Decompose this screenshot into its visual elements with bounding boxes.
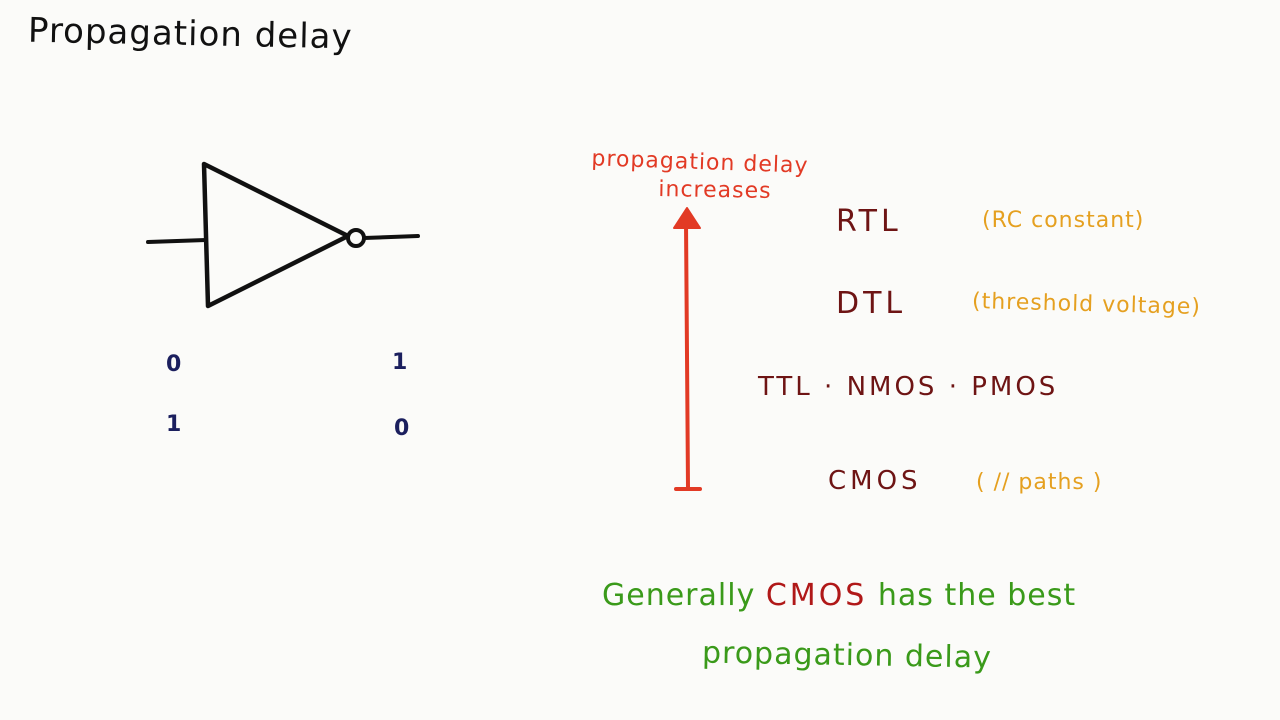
conclusion-line-1: Generally CMOS has the best	[602, 578, 1076, 613]
arrow-label-line-1: propagation delay	[591, 146, 809, 179]
family-rtl: RTL	[836, 204, 902, 239]
delay-increase-arrow	[673, 207, 702, 491]
family-ttl-nmos-pmos: TTL · NMOS · PMOS	[758, 372, 1059, 402]
truth-input-row-2: 1	[166, 412, 182, 437]
truth-input-row-1: 0	[166, 352, 182, 377]
family-dtl-note: (threshold voltage)	[971, 289, 1202, 320]
conclusion-line-2: propagation delay	[701, 635, 993, 676]
page-title: Propagation delay	[27, 10, 354, 58]
family-dtl: DTL	[836, 286, 907, 321]
family-cmos: CMOS	[828, 466, 922, 496]
family-cmos-note: ( // paths )	[976, 470, 1103, 495]
conclusion-highlight: CMOS	[765, 578, 868, 613]
family-rtl-note: (RC constant)	[982, 208, 1145, 233]
truth-output-row-1: 1	[392, 350, 408, 375]
not-gate-symbol	[146, 161, 420, 309]
conclusion-suffix: has the best	[867, 578, 1077, 613]
conclusion-prefix: Generally	[602, 578, 766, 613]
truth-output-row-2: 0	[394, 416, 410, 441]
